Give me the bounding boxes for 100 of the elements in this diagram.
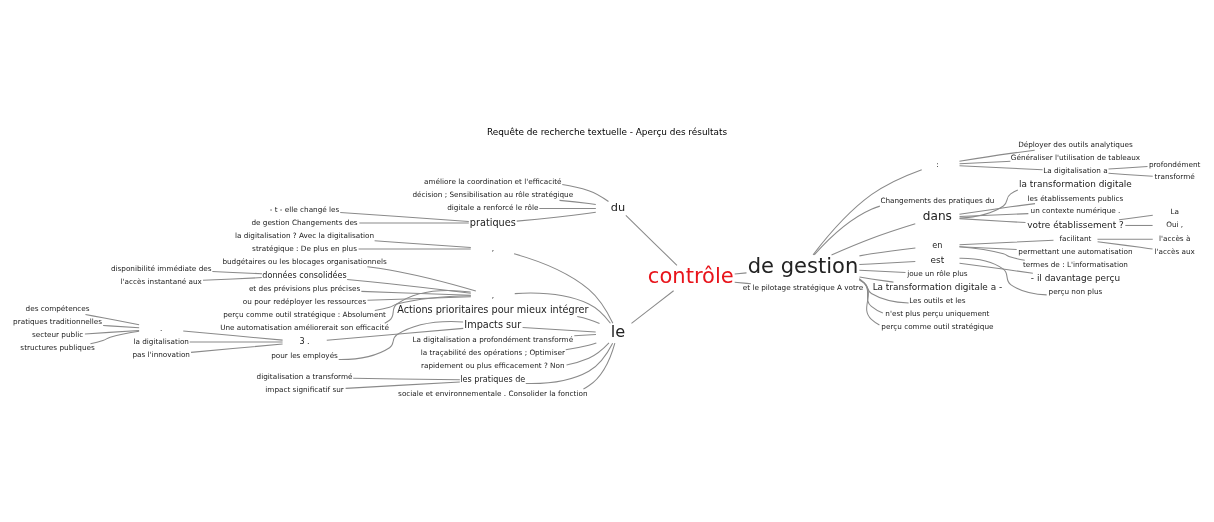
connector [339, 211, 470, 222]
node-text: facilitant [1059, 233, 1092, 243]
node-text: améliore la coordination et l'efficacité [424, 176, 562, 186]
connector [352, 377, 461, 380]
connector [525, 342, 614, 384]
node-text: n'est plus perçu uniquement [885, 308, 990, 318]
node-text: l'accès instantané aux [120, 276, 202, 286]
node-text: la transformation digitale [1019, 178, 1132, 189]
node-text: Déployer des outils analytiques [1018, 139, 1133, 149]
node-text: profondément [1148, 159, 1201, 169]
connector [182, 330, 284, 341]
connector [1097, 240, 1154, 250]
node-text: pour les employés [271, 350, 338, 360]
connector [211, 270, 263, 274]
node-text: permettant une automatisation [1018, 246, 1133, 256]
connector [565, 341, 597, 350]
connector [630, 289, 675, 324]
connector [958, 202, 1036, 215]
connector [959, 262, 1034, 274]
node-text: et des prévisions plus précises [248, 283, 361, 293]
connector [576, 315, 601, 324]
connector [326, 327, 464, 341]
connector [958, 149, 1036, 162]
node-text: Une automatisation améliorerait son efficacité [220, 322, 389, 332]
node-text: ou pour redéployer les ressources [242, 296, 367, 306]
connector [959, 212, 1029, 217]
connector [958, 257, 1048, 295]
node-text: stratégique : De plus en plus [252, 243, 357, 253]
node-text: perçu non plus [1048, 286, 1103, 296]
connector [189, 341, 284, 343]
connector [190, 343, 284, 353]
node-text: , [491, 290, 494, 300]
node-text: - il davantage perçu [1030, 272, 1121, 283]
node-text: de gestion Changements des [251, 217, 358, 227]
connector [384, 289, 472, 324]
node-text: l'accès à [1158, 233, 1191, 243]
connector [959, 164, 1044, 170]
connector [734, 281, 752, 284]
node-text: Les outils et les [909, 295, 966, 305]
node-text: et le pilotage stratégique A votre [742, 282, 864, 292]
node-text: termes de : L'informatisation [1022, 259, 1128, 269]
node-text: structures publiques [20, 342, 95, 352]
node-text: budgétaires ou les blocages organisationnels [222, 256, 387, 266]
connector [1096, 238, 1154, 240]
node-text: - t - elle changé les [269, 204, 340, 214]
connector [858, 246, 916, 256]
connector [522, 326, 597, 332]
node-text: . [160, 323, 163, 333]
node-text: données consolidées [262, 269, 347, 280]
connector [366, 265, 477, 292]
node-text: la digitalisation [133, 336, 189, 346]
connector [858, 276, 894, 283]
node-text: du [610, 199, 626, 214]
node-text: impact significatif sur [265, 384, 344, 394]
node-text: Changements des pratiques du [880, 195, 995, 205]
connector [202, 276, 263, 281]
node-text: Généraliser l'utilisation de tableaux [1010, 152, 1141, 162]
connector [538, 207, 597, 209]
connector [360, 290, 472, 296]
node-text: transformé [1154, 171, 1195, 181]
node-text: le [610, 321, 626, 341]
connector [358, 222, 470, 224]
node-text: décision ; Sensibilisation au rôle stratégique [412, 189, 574, 199]
node-text: La digitalisation a [1043, 165, 1108, 175]
node-text: l'accès aux [1154, 246, 1195, 256]
connector [561, 183, 609, 202]
connector [1124, 224, 1154, 226]
node-text: des compétences [25, 303, 90, 313]
connector [1118, 214, 1154, 220]
node-text: Actions prioritaires pour mieux intégrer [397, 303, 589, 315]
node-text: sociale et environnementale . Consolider la fonction [398, 388, 588, 398]
connector [366, 295, 472, 301]
node-text: La transformation digitale a - [872, 281, 1003, 292]
node-text: les établissements publics [1027, 193, 1124, 203]
connector [89, 330, 140, 344]
connector [513, 252, 614, 324]
node-text: Oui , [1166, 219, 1184, 229]
connector [858, 277, 880, 326]
connector [102, 324, 140, 328]
node-text: de gestion [747, 252, 859, 278]
connector [558, 199, 597, 205]
node-text: secteur public [31, 329, 84, 339]
connector [573, 333, 597, 336]
node-text: : [936, 159, 939, 169]
node-text: digitalisation a transformé [256, 371, 353, 381]
connector [374, 294, 472, 311]
connector [958, 245, 1026, 261]
connector [858, 260, 916, 265]
node-text: rapidement ou plus efficacement ? Non [421, 360, 565, 370]
connector [516, 211, 597, 222]
node-text: contrôle [647, 262, 734, 288]
connector [84, 313, 140, 325]
connector [858, 278, 884, 314]
connector [959, 217, 1027, 223]
node-text: les pratiques de [460, 373, 526, 384]
node-text: pratiques traditionnelles [13, 316, 102, 326]
node-text: perçu comme outil stratégique [881, 321, 994, 331]
node-text: pas l'innovation [132, 349, 190, 359]
connector [566, 341, 610, 366]
connector [858, 279, 910, 304]
